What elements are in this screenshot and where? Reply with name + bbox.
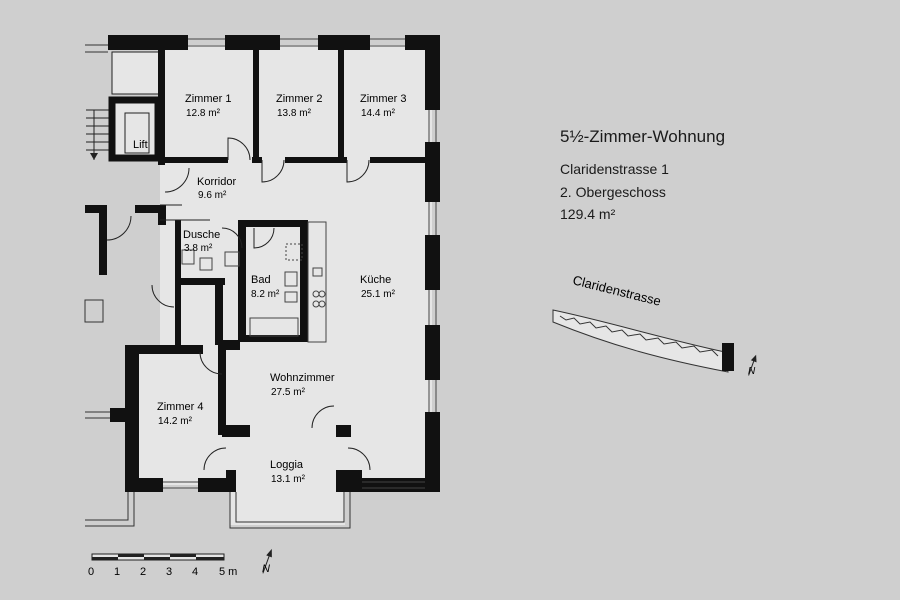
room-name: Zimmer 2 (276, 93, 322, 105)
room-name: Zimmer 3 (360, 93, 406, 105)
room-area: 12.8 m² (186, 108, 221, 119)
room-name: Küche (360, 274, 391, 286)
kitchen-counter (307, 221, 327, 343)
apartment-area: 129.4 m² (560, 206, 616, 222)
scale-tick-label: 0 (88, 566, 94, 578)
room-area: 14.2 m² (158, 416, 193, 427)
room-area: 3.8 m² (184, 243, 213, 254)
room-name: Zimmer 1 (185, 93, 231, 105)
room-labels: Zimmer 1 12.8 m² Zimmer 2 13.8 m² Zimmer… (133, 93, 406, 485)
north-label: N (262, 563, 270, 575)
apartment-floor: 2. Obergeschoss (560, 184, 666, 200)
scale-tick-label: 1 (114, 566, 120, 578)
room-area: 8.2 m² (251, 289, 280, 300)
scale-tick-label: 2 (140, 566, 146, 578)
neighbour-walls (84, 44, 135, 527)
apartment-street: Claridenstrasse 1 (560, 161, 669, 177)
room-area: 27.5 m² (271, 387, 306, 398)
apartment-floor (130, 45, 432, 525)
lift-label: Lift (133, 139, 148, 151)
room-area: 14.4 m² (361, 108, 396, 119)
scale-bar (91, 553, 225, 561)
room-name: Korridor (197, 176, 236, 188)
room-name: Loggia (270, 459, 304, 471)
room-name: Zimmer 4 (157, 401, 203, 413)
windows (163, 38, 437, 489)
room-name: Bad (251, 274, 271, 286)
door-swings (106, 137, 371, 471)
site-north-arrow-icon (748, 354, 757, 376)
room-area: 13.8 m² (277, 108, 312, 119)
north-arrow-icon (262, 548, 272, 574)
room-area: 25.1 m² (361, 289, 396, 300)
site-north-label: N (748, 366, 756, 377)
room-name: Dusche (183, 229, 220, 241)
site-plan (552, 309, 734, 373)
room-area: 13.1 m² (271, 474, 306, 485)
lift-car (124, 112, 150, 154)
scale-tick-label: 3 (166, 566, 172, 578)
scale-tick-label: 4 (192, 566, 198, 578)
scale-labels: 0 1 2 3 4 5 m (88, 566, 237, 578)
bathroom-fixtures (181, 243, 303, 337)
scale-tick-label: 5 m (219, 566, 237, 578)
stairwell (86, 51, 163, 160)
room-name: Wohnzimmer (270, 372, 335, 384)
stair-arrow-icon (90, 153, 98, 160)
loggia-outline (229, 492, 351, 529)
room-area: 9.6 m² (198, 190, 227, 201)
site-street-label: Claridenstrasse (571, 272, 662, 308)
apartment-title: 5½-Zimmer-Wohnung (560, 127, 726, 146)
